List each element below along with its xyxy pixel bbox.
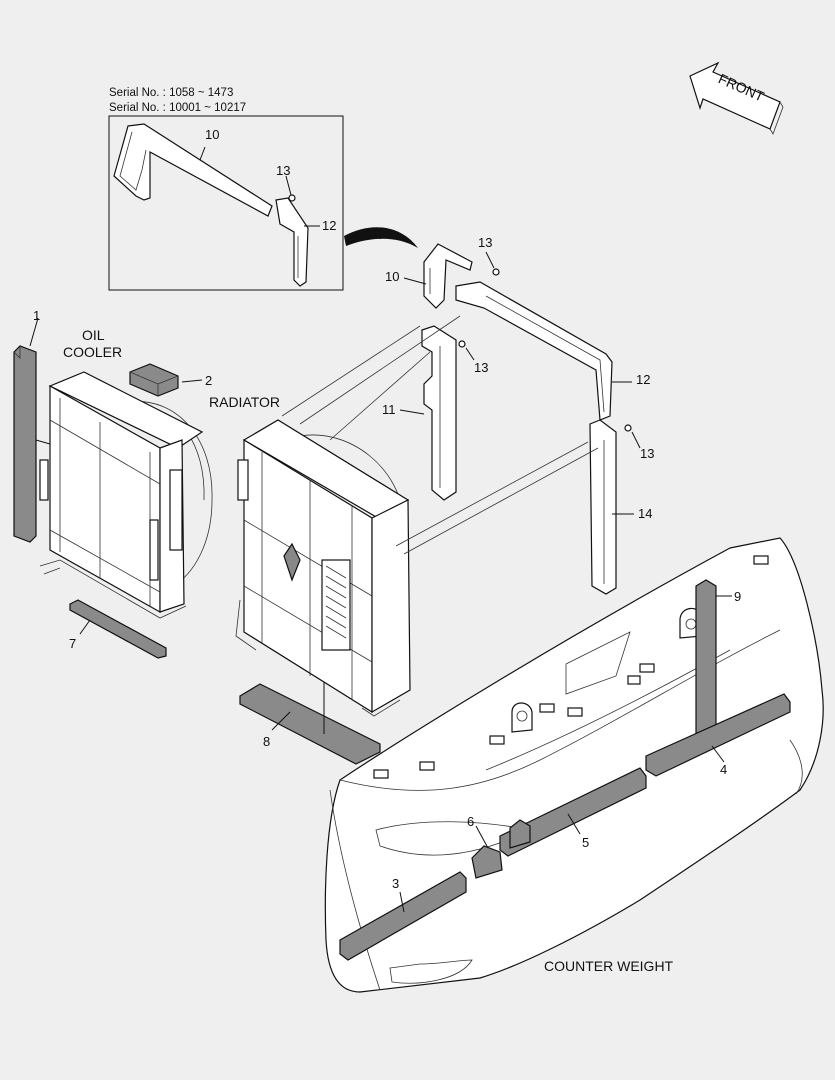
label-13-b: 13 — [474, 360, 488, 375]
label-12-inset: 12 — [322, 218, 336, 233]
part-12 — [455, 281, 613, 421]
label-13-c: 13 — [640, 446, 654, 461]
inset-part-10 — [113, 123, 273, 217]
part-2 — [129, 363, 179, 397]
inset-bolt-13 — [288, 194, 296, 202]
part-11 — [421, 325, 457, 501]
inset-part-12 — [275, 197, 309, 287]
label-5: 5 — [582, 835, 589, 850]
part-6 — [471, 845, 503, 879]
part-1 — [13, 345, 37, 543]
label-13-a: 13 — [478, 235, 492, 250]
front-arrow-icon: FRONT — [689, 61, 784, 135]
caption-oil: OIL — [82, 327, 105, 343]
label-3: 3 — [392, 876, 399, 891]
bolt-13-a — [492, 268, 500, 276]
label-1: 1 — [33, 308, 40, 323]
label-14: 14 — [638, 506, 652, 521]
label-13-inset: 13 — [276, 163, 290, 178]
label-7: 7 — [69, 636, 76, 651]
part-8 — [239, 683, 381, 765]
radiator — [235, 419, 411, 717]
part-10 — [423, 243, 473, 309]
caption-counter-weight: COUNTER WEIGHT — [544, 958, 674, 974]
caption-cooler: COOLER — [63, 344, 122, 360]
label-8: 8 — [263, 734, 270, 749]
label-12-main: 12 — [636, 372, 650, 387]
serial-line-2: Serial No. : 10001 ~ 10217 — [109, 102, 246, 114]
inset-frame — [108, 115, 344, 291]
caption-radiator: RADIATOR — [209, 394, 280, 410]
part-5 — [499, 767, 647, 857]
label-10-inset: 10 — [205, 127, 219, 142]
serial-inset: Serial No. : 1058 ~ 1473 Serial No. : 10… — [108, 87, 344, 291]
part-7 — [69, 599, 167, 659]
serial-line-1: Serial No. : 1058 ~ 1473 — [109, 87, 233, 99]
part-3 — [339, 871, 467, 961]
label-4: 4 — [720, 762, 727, 777]
label-2: 2 — [205, 373, 212, 388]
inset-pointer — [344, 227, 418, 248]
part-14 — [589, 419, 617, 595]
bolt-13-b — [458, 340, 466, 348]
oil-cooler — [39, 371, 213, 619]
label-11: 11 — [382, 402, 396, 417]
label-9: 9 — [734, 589, 741, 604]
label-10-main: 10 — [385, 269, 399, 284]
label-6: 6 — [467, 814, 474, 829]
part-4 — [645, 693, 791, 777]
bolt-13-c — [624, 424, 632, 432]
